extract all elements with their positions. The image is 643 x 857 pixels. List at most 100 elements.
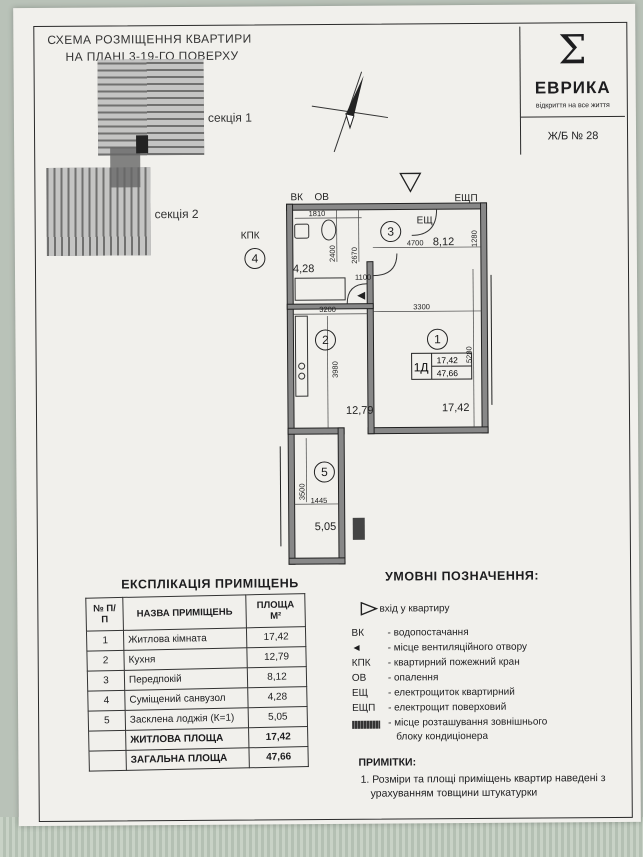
dimension-label: 2400 — [328, 245, 337, 262]
notes-line-1: 1. Розміри та площі приміщень квартир на… — [360, 772, 606, 786]
room-number-circle — [380, 221, 402, 243]
legend-desc: - опалення — [387, 672, 439, 684]
door-bath — [346, 283, 368, 304]
living-area-value: 17,42 — [248, 726, 308, 748]
sigma-logo-icon: Σ — [558, 27, 587, 74]
legend-ac-desc-1: - місце розташування зовнішнього — [388, 716, 548, 729]
legend-key: ОВ — [351, 672, 367, 684]
section-2-label: секція 2 — [154, 206, 199, 222]
row-no: 1 — [86, 630, 124, 652]
dimension-label: 1100 — [355, 273, 371, 282]
brand-tagline: відкриття на все життя — [535, 102, 610, 110]
outer-wall-bottom — [367, 426, 489, 435]
legend: - вхід у квартиру ВК - водопостачання ◄ … — [351, 601, 547, 746]
apartment-total-area: 47,66 — [437, 368, 459, 378]
row-area: 17,42 — [246, 626, 306, 648]
entrance-triangle-icon — [360, 601, 379, 616]
table-header-row: № П/П НАЗВА ПРИМІЩЕНЬ ПЛОЩА М² — [85, 593, 306, 632]
total-area-value: 47,66 — [248, 746, 309, 768]
door-living — [373, 253, 398, 277]
dimension-label: 3200 — [319, 305, 336, 314]
dimension-label: 5280 — [465, 346, 474, 363]
dimension-label: 4700 — [407, 238, 424, 247]
room-number-circle — [314, 329, 336, 351]
room-number-circle — [313, 461, 335, 483]
room-1-area: 17,42 — [442, 402, 470, 414]
living-area-label: ЖИТЛОВА ПЛОЩА — [125, 727, 249, 751]
total-area-row: ЗАГАЛЬНА ПЛОЩА 47,66 — [88, 746, 309, 772]
row-name: Суміщений санвузол — [124, 687, 249, 711]
legend-desc: - квартирний пожежний кран — [387, 656, 520, 669]
outer-wall-right — [480, 202, 489, 434]
dimension-label: 3980 — [331, 361, 340, 378]
interior-wall-bath — [286, 303, 374, 310]
legend-key: ЕЩ — [351, 687, 369, 699]
loggia-wall — [287, 427, 345, 435]
legend-desc: - водопостачання — [387, 627, 469, 639]
entrance-triangle-icon — [399, 172, 422, 193]
row-no: 2 — [86, 650, 125, 672]
row-name: Передпокій — [124, 667, 248, 691]
dimension-label: 2670 — [350, 247, 359, 264]
developer-logo-block: Σ ЕВРИКА відкриття на все життя Ж/Б № 28 — [519, 25, 626, 155]
ac-unit-icon — [352, 720, 381, 729]
bathtub — [294, 277, 346, 301]
label-kpk: КПК — [241, 230, 260, 241]
room-number: 5 — [321, 465, 328, 479]
col-area-header: ПЛОЩА М² — [245, 593, 306, 628]
legend-desc: - місце вентиляційного отвору — [387, 641, 528, 654]
ac-unit-marker — [352, 517, 365, 540]
room-3-area: 8,12 — [433, 236, 455, 248]
room-number: 4 — [252, 251, 259, 265]
row-name: Засклена лоджія (К=1) — [125, 707, 249, 731]
explication-title: ЕКСПЛІКАЦІЯ ПРИМІЩЕНЬ — [121, 576, 299, 592]
loggia-wall-bottom — [288, 557, 346, 565]
col-name-header: НАЗВА ПРИМІЩЕНЬ — [122, 594, 247, 631]
row-area: 5,05 — [248, 706, 308, 728]
notes-title: ПРИМІТКИ: — [358, 756, 417, 769]
room-4-area: 4,28 — [293, 263, 315, 275]
room-2-area: 12,79 — [346, 405, 374, 417]
building-floor-plan: секція 1 секція 2 — [13, 4, 635, 256]
toilet — [321, 219, 337, 241]
stove-burner — [298, 362, 306, 370]
apartment-highlight-marker — [136, 135, 149, 154]
window-living — [490, 274, 493, 405]
col-no-header: № П/П — [85, 597, 124, 632]
row-name: Кухня — [123, 647, 248, 671]
label-eshchp: ЕЩП — [454, 193, 477, 204]
legend-ac-desc-2: блоку кондиціонера — [396, 730, 489, 743]
row-area: 12,79 — [246, 646, 307, 668]
apartment-floor-plan: 1810 2400 2670 4700 1280 1100 3200 3300 … — [241, 172, 493, 565]
title-line-1: СХЕМА РОЗМІЩЕННЯ КВАРТИРИ — [47, 31, 252, 47]
room-5-area: 5,05 — [315, 521, 337, 533]
ventilation-opening-icon — [357, 291, 366, 300]
dimension-label: 3500 — [297, 483, 306, 500]
room-number: 1 — [434, 332, 441, 346]
legend-key: ВК — [351, 627, 365, 639]
section-1-label: секція 1 — [207, 110, 252, 125]
legend-desc: - електрощит поверховий — [388, 701, 507, 714]
sink — [294, 223, 310, 239]
total-area-label: ЗАГАЛЬНА ПЛОЩА — [125, 747, 250, 771]
label-vk: ВК — [290, 192, 303, 203]
loggia-wall-right — [337, 427, 346, 565]
row-name: Житлова кімната — [123, 627, 247, 651]
label-eshch: ЕЩ — [417, 215, 433, 226]
apartment-type: 1Д — [414, 360, 429, 374]
dimension-label: 3300 — [413, 302, 430, 311]
legend-key: КПК — [351, 657, 371, 669]
row-no: 4 — [87, 690, 126, 712]
dimension-label: 1810 — [309, 209, 326, 218]
legend-title: УМОВНІ ПОЗНАЧЕННЯ: — [385, 568, 540, 584]
window-loggia — [279, 446, 282, 547]
row-area: 8,12 — [247, 666, 307, 688]
room-number-circle — [244, 247, 266, 269]
explication-table: № П/П НАЗВА ПРИМІЩЕНЬ ПЛОЩА М² 1 Житлова… — [85, 593, 309, 772]
kitchen-counter — [294, 315, 309, 397]
notes-text: 1. Розміри та площі приміщень квартир на… — [360, 771, 606, 801]
brand-name: ЕВРИКА — [534, 78, 611, 98]
dimension-label: 1280 — [470, 230, 479, 247]
room-number: 2 — [322, 333, 329, 347]
dimension-label: 1445 — [311, 496, 328, 505]
